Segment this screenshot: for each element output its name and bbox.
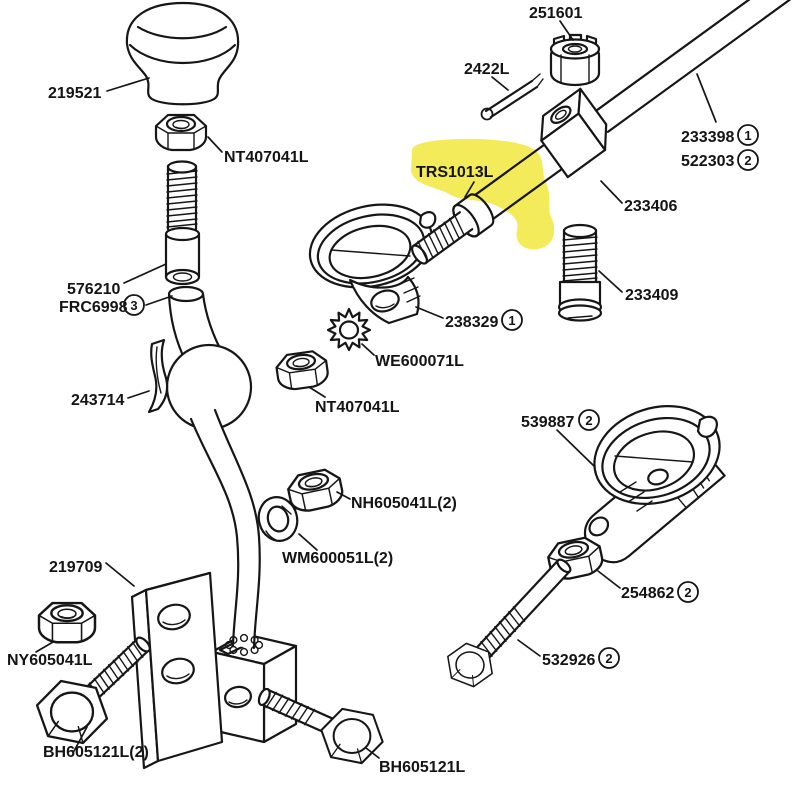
qty-clevis-assembly: 2 (585, 413, 592, 428)
part-labels: 219521 NT407041L 2422L 251601 233398 1 5… (7, 5, 759, 776)
qty-rod-alternate: 2 (744, 153, 751, 168)
label-clevis-bolt: 532926 (542, 652, 595, 669)
label-rod-primary: 233398 (681, 129, 734, 146)
castle-nut-part (549, 33, 601, 87)
label-knob: 219521 (48, 85, 101, 102)
label-lower-tube: FRC6998 (59, 299, 128, 316)
label-clevis-nut: 254862 (621, 585, 674, 602)
qty-circle-rod-alternate (737, 149, 759, 171)
upper-tube-part (164, 226, 201, 286)
nyloc-nut-part (37, 601, 97, 644)
clevis-assembly-part (583, 405, 726, 564)
label-castle-nut: 251601 (529, 5, 582, 22)
label-highlighted-locknut: TRS1013L (416, 164, 494, 181)
qty-clevis-bolt: 2 (605, 651, 612, 666)
label-clevis-assembly: 539887 (521, 414, 574, 431)
label-lever-eye: 238329 (445, 314, 498, 331)
clamp-bolt-part (257, 687, 384, 765)
qty-circle-lever-eye (501, 309, 523, 331)
label-hex-nuts: NH605041L(2) (351, 495, 457, 512)
knob-stud-part (166, 160, 198, 231)
qty-rod-primary: 1 (744, 128, 751, 143)
label-upper-tube: 576210 (67, 281, 120, 298)
qty-circle-clevis-assembly (578, 409, 600, 431)
leader-lines (35, 20, 717, 759)
qty-circle-rod-primary (737, 124, 759, 146)
qty-circle-clevis-bolt (598, 647, 620, 669)
qty-circle-clevis-nut (677, 581, 699, 603)
retaining-clip-part (147, 338, 169, 414)
label-mid-nut: NT407041L (315, 399, 400, 416)
label-mount-bolts: BH605121L(2) (43, 744, 149, 761)
label-star-washer: WE600071L (375, 353, 464, 370)
label-trunnion-block: 233406 (624, 198, 677, 215)
label-mount-plate: 219709 (49, 559, 102, 576)
qty-clevis-nut: 2 (684, 585, 691, 600)
label-knob-nut: NT407041L (224, 149, 309, 166)
label-rod-alternate: 522303 (681, 153, 734, 170)
highlight-marker (411, 138, 555, 250)
spring-washer-part (257, 496, 299, 542)
stud-part (557, 223, 603, 322)
rod-shaft (593, 0, 800, 132)
mount-plate-part (130, 571, 224, 770)
gear-knob-part (125, 1, 240, 106)
label-spring-washers: WM600051L(2) (282, 550, 393, 567)
clevis-bolt-part (442, 558, 572, 691)
qty-lever-eye: 1 (508, 313, 515, 328)
label-clamp-bolt: BH605121L (379, 759, 466, 776)
label-split-pin: 2422L (464, 61, 510, 78)
qty-lower-tube: 3 (130, 298, 137, 313)
split-pin-part (480, 73, 544, 121)
weld-bead (224, 633, 264, 657)
label-retaining-clip: 243714 (71, 392, 124, 409)
star-washer-part (326, 307, 372, 352)
clamp-block-part (210, 632, 298, 744)
knob-nut-part (154, 113, 208, 152)
label-stud: 233409 (625, 287, 678, 304)
qty-circle-lower-tube (123, 294, 145, 316)
lever-shaft-part (189, 408, 261, 650)
mount-bolt-left-part (35, 636, 151, 745)
label-nyloc-nut: NY605041L (7, 652, 93, 669)
